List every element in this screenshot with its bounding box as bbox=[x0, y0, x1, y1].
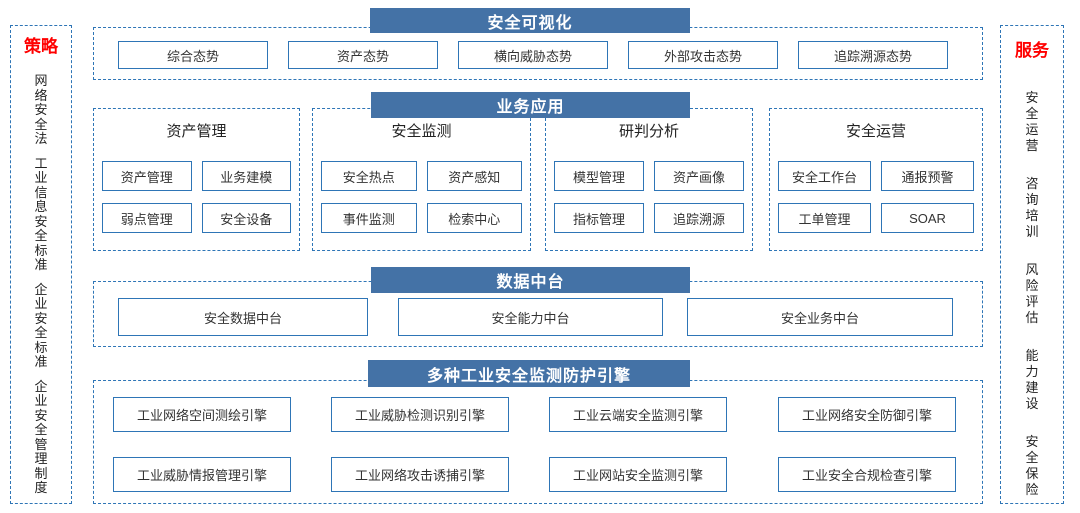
strategy-panel: 策略 网络安全法 工业信息安全标准 企业安全标准 企业安全管理制度 bbox=[10, 25, 72, 504]
data-platform-band-header: 数据中台 bbox=[371, 267, 690, 293]
module-box: 安全热点 bbox=[321, 161, 417, 191]
engine-box: 工业安全合规检查引擎 bbox=[778, 457, 956, 492]
module-box: 资产感知 bbox=[426, 161, 522, 191]
engine-box: 工业威胁情报管理引擎 bbox=[113, 457, 291, 492]
module-box: 弱点管理 bbox=[102, 203, 192, 233]
engine-box: 工业云端安全监测引擎 bbox=[549, 397, 727, 432]
group-grid: 安全工作台 通报预警 工单管理 SOAR bbox=[770, 161, 982, 233]
strategy-item: 企业安全标准 bbox=[34, 281, 48, 369]
visualization-box: 外部攻击态势 bbox=[628, 41, 778, 69]
data-platform-box: 安全业务中台 bbox=[687, 298, 953, 336]
engine-box: 工业网站安全监测引擎 bbox=[549, 457, 727, 492]
data-platform-box: 安全能力中台 bbox=[398, 298, 663, 336]
strategy-panel-title: 策略 bbox=[24, 37, 58, 56]
engines-band-header: 多种工业安全监测防护引擎 bbox=[368, 360, 690, 387]
service-item: 能力建设 bbox=[1025, 348, 1039, 411]
business-band-header: 业务应用 bbox=[371, 92, 690, 118]
visualization-box: 横向威胁态势 bbox=[458, 41, 608, 69]
module-box: 业务建模 bbox=[201, 161, 291, 191]
service-item: 安全运营 bbox=[1025, 90, 1039, 153]
service-item: 安全保险 bbox=[1025, 434, 1039, 497]
services-item-list: 安全运营 咨询培训 风险评估 能力建设 安全保险 bbox=[1025, 90, 1039, 513]
services-panel: 服务 安全运营 咨询培训 风险评估 能力建设 安全保险 bbox=[1000, 25, 1064, 504]
visualization-band-header: 安全可视化 bbox=[370, 8, 690, 33]
business-group-analysis: 研判分析 模型管理 资产画像 指标管理 追踪溯源 bbox=[545, 108, 753, 251]
group-title: 安全运营 bbox=[845, 123, 906, 140]
module-box: 工单管理 bbox=[778, 203, 871, 233]
services-panel-title: 服务 bbox=[1015, 41, 1049, 60]
module-box: 通报预警 bbox=[881, 161, 974, 191]
group-grid: 资产管理 业务建模 弱点管理 安全设备 bbox=[94, 161, 299, 233]
module-box: SOAR bbox=[881, 203, 974, 233]
module-box: 资产管理 bbox=[102, 161, 192, 191]
service-item: 风险评估 bbox=[1025, 262, 1039, 325]
group-grid: 模型管理 资产画像 指标管理 追踪溯源 bbox=[546, 161, 752, 233]
strategy-item: 企业安全管理制度 bbox=[34, 378, 48, 495]
module-box: 检索中心 bbox=[426, 203, 522, 233]
group-grid: 安全热点 资产感知 事件监测 检索中心 bbox=[313, 161, 530, 233]
module-box: 追踪溯源 bbox=[654, 203, 744, 233]
business-group-asset-management: 资产管理 资产管理 业务建模 弱点管理 安全设备 bbox=[93, 108, 300, 251]
business-group-security-monitoring: 安全监测 安全热点 资产感知 事件监测 检索中心 bbox=[312, 108, 531, 251]
group-title: 安全监测 bbox=[391, 123, 452, 140]
module-box: 安全设备 bbox=[201, 203, 291, 233]
engine-box: 工业网络空间测绘引擎 bbox=[113, 397, 291, 432]
engine-box: 工业网络安全防御引擎 bbox=[778, 397, 956, 432]
module-box: 资产画像 bbox=[654, 161, 744, 191]
visualization-box: 追踪溯源态势 bbox=[798, 41, 948, 69]
visualization-box: 综合态势 bbox=[118, 41, 268, 69]
module-box: 安全工作台 bbox=[778, 161, 871, 191]
business-group-security-operations: 安全运营 安全工作台 通报预警 工单管理 SOAR bbox=[769, 108, 983, 251]
module-box: 指标管理 bbox=[554, 203, 644, 233]
data-platform-box: 安全数据中台 bbox=[118, 298, 368, 336]
strategy-item-list: 网络安全法 工业信息安全标准 企业安全标准 企业安全管理制度 bbox=[34, 73, 48, 506]
strategy-item: 网络安全法 bbox=[34, 73, 48, 146]
group-title: 研判分析 bbox=[618, 123, 679, 140]
visualization-box: 资产态势 bbox=[288, 41, 438, 69]
engine-box: 工业威胁检测识别引擎 bbox=[331, 397, 509, 432]
service-item: 咨询培训 bbox=[1025, 176, 1039, 239]
group-title: 资产管理 bbox=[166, 123, 227, 140]
module-box: 模型管理 bbox=[554, 161, 644, 191]
engine-box: 工业网络攻击诱捕引擎 bbox=[331, 457, 509, 492]
strategy-item: 工业信息安全标准 bbox=[34, 155, 48, 272]
module-box: 事件监测 bbox=[321, 203, 417, 233]
